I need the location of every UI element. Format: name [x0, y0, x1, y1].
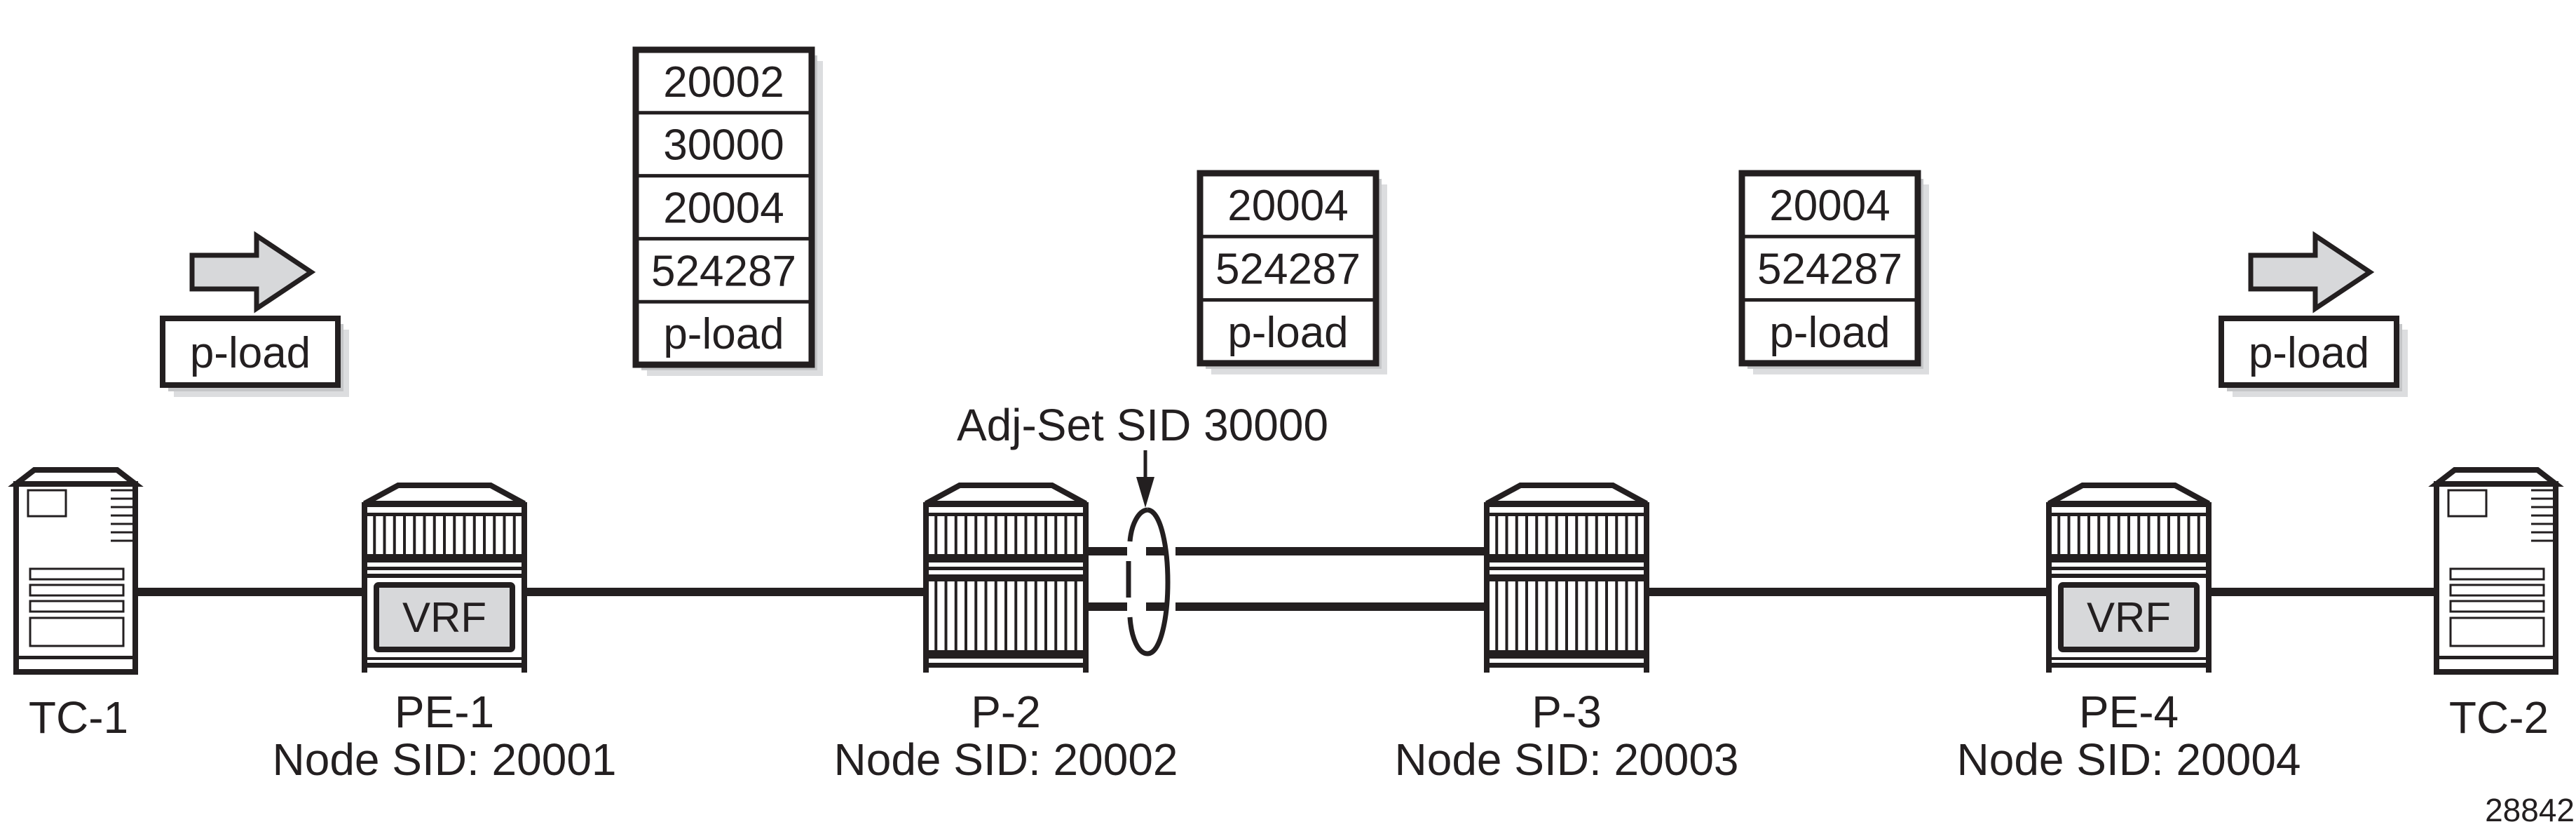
label-stack: 20004 524287 p-load [1738, 170, 1929, 375]
stack-label-entry: 20004 [1227, 182, 1348, 230]
arrow-right-icon [189, 231, 316, 314]
p-router-icon [1484, 483, 1649, 673]
node-name-label: PE-4 [2079, 687, 2179, 737]
bundle-ellipse-front-icon [1147, 507, 1171, 656]
label-stacks-layer: 20002 30000 20004 524287 p-load 20004 524287 p-… [632, 46, 1929, 376]
links-layer [135, 547, 2437, 611]
node-sid-label: Node SID: 20004 [1957, 734, 2301, 785]
bundle-ellipse-back-icon [1127, 507, 1148, 542]
vrf-label: VRF [2087, 594, 2171, 641]
stack-label-entry: 20002 [663, 58, 784, 107]
server-tower-icon [2428, 467, 2564, 675]
server-tower-icon [8, 467, 144, 675]
p-router-icon [923, 483, 1089, 673]
pload-label: p-load [2249, 329, 2369, 377]
node-name-label: PE-1 [395, 687, 494, 737]
adj-set-bundle: Adj-Set SID 30000 [957, 400, 1328, 656]
stack-label-entry: 30000 [663, 121, 784, 170]
figure-id: 28842 [2485, 792, 2575, 828]
stack-label-entry: 524287 [1215, 245, 1361, 293]
stack-label-entry: p-load [1227, 309, 1348, 357]
stack-label-entry: 524287 [651, 247, 796, 295]
node-sid-label: Node SID: 20002 [834, 734, 1178, 785]
node-sid-label: Node SID: 20003 [1395, 734, 1739, 785]
pload-box [2219, 316, 2399, 388]
vrf-box: VRF [2058, 582, 2200, 652]
arrow-right-icon [2248, 231, 2375, 314]
pload-box [160, 316, 341, 388]
adj-set-label: Adj-Set SID 30000 [957, 400, 1328, 450]
bundle-gap [1127, 544, 1146, 559]
node-name-label: P-3 [1532, 687, 1602, 737]
traffic-egress: p-load [2219, 231, 2408, 397]
adj-set-pointer-arrowhead-icon [1136, 477, 1154, 508]
label-stack: 20004 524287 p-load [1197, 170, 1387, 375]
host-tc1[interactable]: TC-1 [8, 467, 144, 743]
node-name-label: P-2 [971, 687, 1041, 737]
stack-label-entry: 20004 [663, 184, 784, 233]
vrf-label: VRF [402, 594, 486, 641]
stack-frame [632, 46, 815, 368]
label-stack: 20002 30000 20004 524287 p-load [632, 46, 823, 376]
vrf-box: VRF [374, 582, 515, 652]
bundle-ellipse-back-icon [1127, 616, 1148, 656]
traffic-ingress: p-load [160, 231, 349, 397]
stack-frame [1738, 170, 1921, 367]
pload-label: p-load [190, 329, 311, 377]
node-name-label: TC-1 [29, 692, 128, 743]
bundle-gap [1127, 599, 1146, 614]
stack-label-entry: p-load [1769, 309, 1890, 357]
host-tc2[interactable]: TC-2 [2428, 467, 2564, 743]
node-name-label: TC-2 [2449, 692, 2549, 743]
stack-frame [1197, 170, 1379, 367]
stack-label-entry: p-load [663, 310, 784, 358]
stack-label-entry: 524287 [1757, 245, 1902, 293]
stack-label-entry: 20004 [1769, 182, 1890, 230]
traffic-layer: p-load p-load [160, 231, 2408, 397]
node-sid-label: Node SID: 20001 [273, 734, 617, 785]
